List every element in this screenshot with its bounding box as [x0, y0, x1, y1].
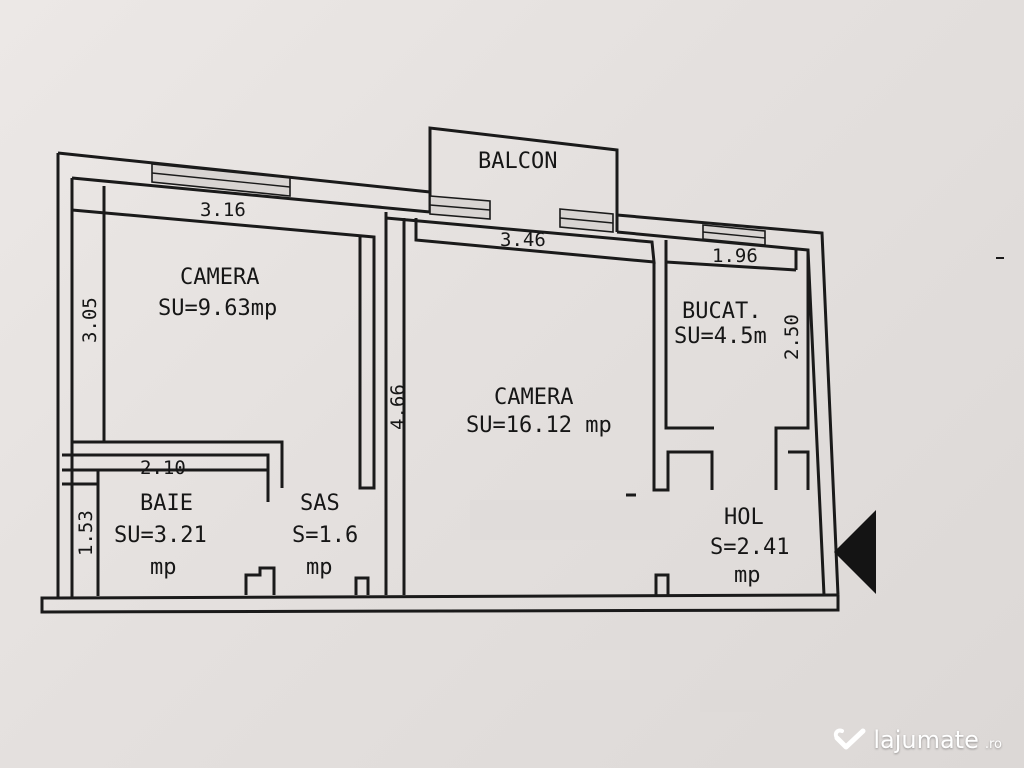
camera1-name: CAMERA — [180, 265, 259, 290]
kitchen-name: BUCAT. — [682, 299, 761, 324]
camera2-height-dim: 4.66 — [387, 384, 409, 430]
outer-wall-top-right — [616, 213, 840, 596]
watermark-brand: lajumate — [873, 726, 979, 754]
kitchen-height-dim: 2.50 — [781, 314, 803, 360]
kitchen-area: SU=4.5m — [674, 324, 767, 349]
dimension-labels: 3.16 3.05 3.46 4.66 1.96 2.50 2.10 1.53 — [75, 199, 803, 556]
camera2-outline — [384, 212, 714, 595]
entrance-arrow-icon — [834, 510, 876, 594]
window-balcony-right — [559, 208, 614, 233]
floor-line — [57, 593, 839, 600]
bath-width-dim: 2.10 — [140, 457, 186, 479]
camera1-outline — [71, 186, 376, 490]
kitchen-width-dim: 1.96 — [712, 245, 758, 267]
kitchen-outline — [664, 240, 810, 490]
camera1-area: SU=9.63mp — [158, 296, 277, 321]
hall-area: S=2.41 — [710, 535, 789, 560]
camera1-width-dim: 3.16 — [200, 199, 246, 221]
sas-name: SAS — [300, 491, 340, 516]
balcony-label: BALCON — [478, 149, 557, 174]
window-kitchen — [702, 224, 766, 246]
heart-check-icon — [834, 728, 866, 750]
camera1-height-dim: 3.05 — [79, 297, 101, 343]
bath-outline — [62, 453, 270, 596]
inner-wall-top-line — [71, 176, 431, 214]
door-jambs — [244, 493, 670, 595]
bleed-through-marks — [470, 500, 820, 712]
sas-area: S=1.6 — [292, 523, 358, 548]
outer-wall-top-left — [57, 151, 431, 194]
windows — [151, 163, 766, 246]
camera2-area: SU=16.12 mp — [466, 413, 612, 438]
bath-area: SU=3.21 — [114, 523, 207, 548]
window-camera1 — [151, 163, 291, 197]
bath-name: BAIE — [140, 491, 193, 516]
window-balcony-left — [429, 195, 491, 220]
bath-height-dim: 1.53 — [75, 510, 97, 556]
camera2-name: CAMERA — [494, 385, 573, 410]
watermark: lajumate .ro — [833, 726, 1002, 754]
outer-wall-left — [40, 153, 840, 614]
room-walls — [62, 186, 810, 596]
bath-unit: mp — [150, 555, 177, 580]
room-labels: CAMERA SU=9.63mp CAMERA SU=16.12 mp BUCA… — [114, 265, 789, 588]
balcony: BALCON — [428, 126, 619, 232]
hall-unit: mp — [734, 563, 761, 588]
sas-unit: mp — [306, 555, 333, 580]
watermark-tld: .ro — [984, 736, 1002, 752]
camera2-width-dim: 3.46 — [500, 229, 546, 251]
hall-name: HOL — [724, 505, 764, 530]
